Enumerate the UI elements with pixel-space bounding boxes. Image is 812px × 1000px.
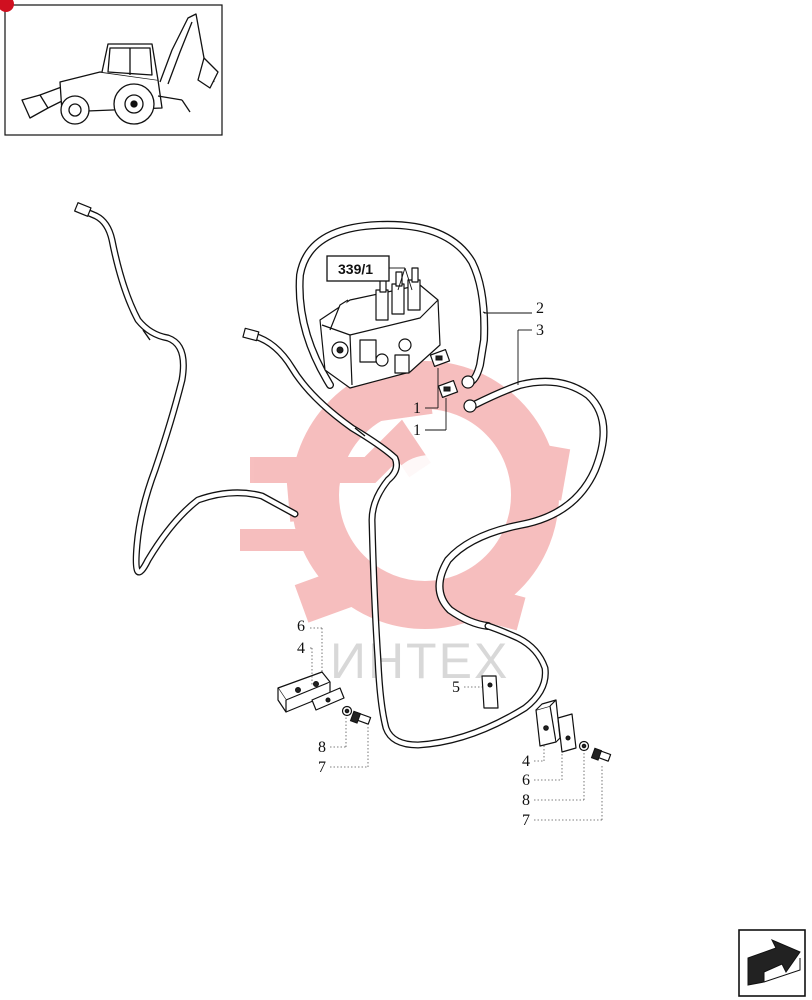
callout-5: 5 xyxy=(452,679,460,696)
fitting-1-upper xyxy=(429,349,451,367)
next-page-arrow-icon[interactable] xyxy=(738,929,806,997)
hose-3 xyxy=(435,377,608,630)
watermark-logo xyxy=(240,361,571,631)
clip-5 xyxy=(481,675,499,709)
callout-4-right: 4 xyxy=(522,753,530,770)
callout-8-left: 8 xyxy=(318,739,326,756)
thumbnail-frame xyxy=(0,0,223,136)
callout-1-lower: 1 xyxy=(413,422,421,439)
callout-1-upper: 1 xyxy=(413,400,421,417)
clamp-set-right xyxy=(535,699,612,762)
callout-6-left: 6 xyxy=(297,618,305,635)
callout-7-right: 7 xyxy=(522,812,530,829)
corner-badge xyxy=(0,0,14,12)
callout-6-right: 6 xyxy=(522,772,530,789)
watermark-text: ИНТЕХ xyxy=(330,633,509,689)
callout-3: 3 xyxy=(536,322,544,339)
rigid-pipe-right xyxy=(142,327,549,749)
callout-4-left: 4 xyxy=(297,640,305,657)
fitting-1-lower xyxy=(437,380,459,398)
reference-label: 339/1 xyxy=(338,261,373,277)
callout-8-right: 8 xyxy=(522,792,530,809)
leader-lines xyxy=(310,312,603,821)
clamp-set-left xyxy=(277,671,372,725)
control-valve-block xyxy=(319,267,441,389)
backhoe-loader-icon xyxy=(21,13,219,125)
rigid-pipe-left xyxy=(74,202,299,576)
hose-2 xyxy=(295,220,489,389)
callout-7-left: 7 xyxy=(318,759,326,776)
callout-2: 2 xyxy=(536,300,544,317)
reference-339-1: 339/1 xyxy=(326,255,413,291)
